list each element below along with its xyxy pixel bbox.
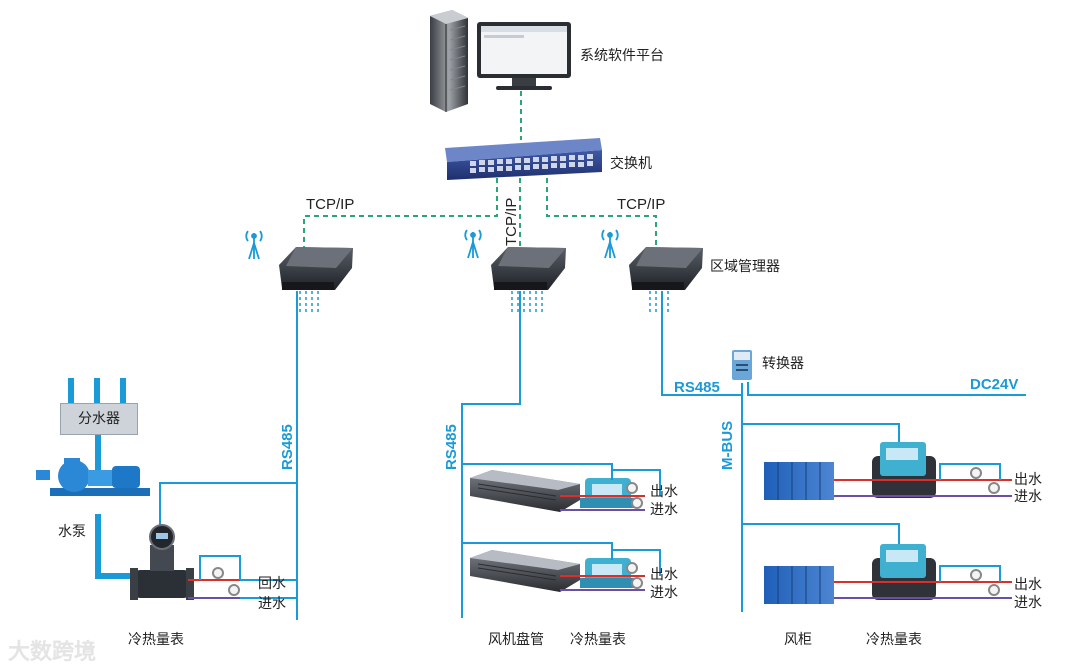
area-manager-device-left [279, 247, 353, 290]
inlet-label-1: 进水 [650, 502, 678, 518]
heat-meter-center-1-icon [580, 478, 636, 508]
inlet-label-3: 进水 [1014, 489, 1042, 505]
area-manager-device-center [491, 247, 566, 290]
fan-coil-unit-1 [470, 470, 580, 512]
rs485-label-left: RS485 [279, 424, 296, 470]
tcp-label-right: TCP/IP [617, 196, 666, 213]
left-pipes [188, 555, 241, 599]
water-distributor-box: 分水器 [60, 403, 138, 435]
air-cabinet-unit-1 [764, 462, 834, 500]
rs485-label-center: RS485 [443, 424, 460, 470]
monitor-icon [477, 22, 571, 90]
network-switch-icon [445, 138, 602, 180]
outlet-label-2: 出水 [650, 567, 678, 583]
distributor-label: 分水器 [78, 411, 120, 427]
device-port-dashes [299, 291, 669, 312]
outlet-label-1: 出水 [650, 484, 678, 500]
right-pipes [834, 463, 1012, 599]
meter-center-label: 冷热量表 [570, 632, 626, 648]
rs485-label-right: RS485 [674, 379, 720, 396]
heat-meter-center-2-icon [580, 558, 636, 588]
switch-label: 交换机 [610, 156, 652, 172]
area-manager-label: 区域管理器 [710, 259, 780, 275]
dc24v-label: DC24V [970, 376, 1019, 393]
meter-right-label: 冷热量表 [866, 632, 922, 648]
tcp-network-lines [303, 91, 657, 250]
converter-icon [732, 350, 752, 380]
antenna-icons [245, 229, 619, 260]
heat-meter-right-1-icon [872, 442, 936, 498]
inlet-water-left-label: 进水 [258, 596, 286, 612]
platform-label: 系统软件平台 [580, 48, 664, 64]
tcp-label-center: TCP/IP [503, 197, 520, 246]
server-icon [430, 10, 468, 112]
watermark: 大数跨境 [8, 640, 97, 665]
inlet-label-4: 进水 [1014, 595, 1042, 611]
area-manager-device-right [629, 247, 703, 290]
air-cabinet-unit-2 [764, 566, 834, 604]
outlet-label-3: 出水 [1014, 472, 1042, 488]
distributor-pipes [68, 378, 140, 579]
heat-meter-left-icon [130, 524, 194, 600]
outlet-label-4: 出水 [1014, 577, 1042, 593]
mbus-label: M-BUS [719, 420, 736, 470]
air-cabinet-label: 风柜 [784, 632, 812, 648]
heat-meter-right-2-icon [872, 544, 936, 600]
inlet-label-2: 进水 [650, 585, 678, 601]
pump-icon [36, 458, 150, 496]
pump-label: 水泵 [58, 524, 86, 540]
return-water-label: 回水 [258, 576, 286, 592]
converter-label: 转换器 [762, 356, 804, 372]
meter-left-label: 冷热量表 [128, 632, 184, 648]
fan-coil-unit-2 [470, 550, 580, 592]
tcp-label-left: TCP/IP [306, 196, 355, 213]
fan-coil-label: 风机盘管 [488, 632, 544, 648]
center-pipes [560, 469, 661, 591]
